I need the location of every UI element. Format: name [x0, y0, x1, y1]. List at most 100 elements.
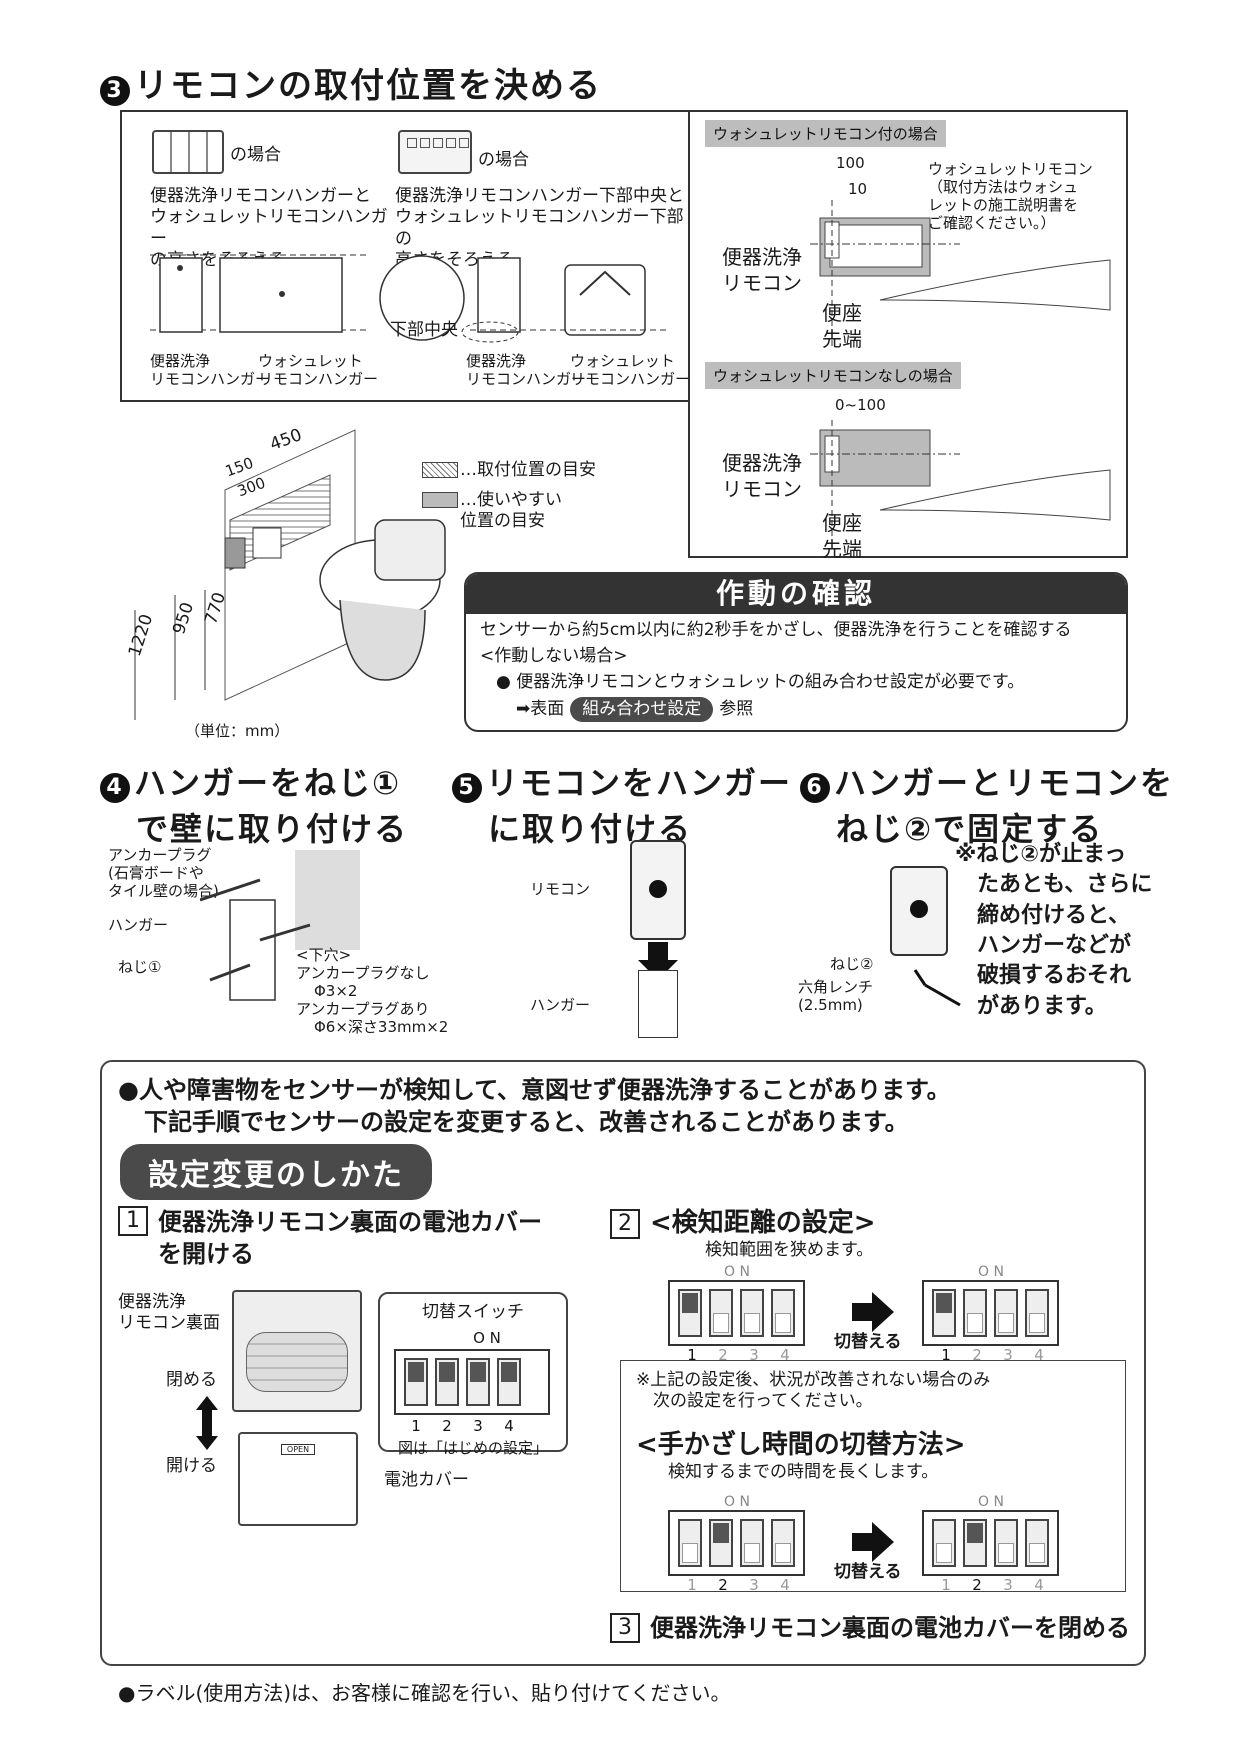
step-number-badge: 4 [100, 773, 130, 803]
dim-100: 100 [836, 154, 865, 172]
washlet-hanger-label-1: ウォシュレット リモコンハンガー [258, 352, 379, 388]
label-affix-note: ●ラベル(使用方法)は、お客様に確認を行い、貼り付けてください。 [118, 1681, 731, 1705]
remote-hanger-label-2: 便器洗浄 リモコンハンガー [466, 352, 587, 388]
dim-0-100: 0~100 [835, 396, 886, 414]
remote-unit-6 [890, 866, 948, 956]
unit-label: （単位：mm） [185, 722, 290, 740]
dip-3 [466, 1358, 490, 1407]
additional-setting-box [620, 1360, 1126, 1592]
without-washlet-position-diagram [810, 420, 1111, 550]
with-washlet-position-diagram [810, 200, 1111, 350]
battery-icon [246, 1332, 348, 1392]
sensor-intro-2: 下記手順でセンサーの設定を変更すると、改善されることがあります。 [144, 1108, 909, 1136]
flush-remote-label-1: 便器洗浄 リモコン [722, 245, 802, 295]
switch-word-2: 切替える [834, 1562, 902, 1582]
dip-1 [404, 1358, 428, 1407]
pilot-hole-info: <下穴> アンカープラグなし Φ3×2 アンカープラグあり Φ6×深さ33mm×… [296, 946, 449, 1036]
grid-remote-icon [152, 130, 224, 174]
hex-wrench-label: 六角レンチ (2.5mm) [798, 978, 874, 1014]
battery-cover-illustration: OPEN [238, 1432, 358, 1526]
operation-instruction: センサーから約5cm以内に約2秒手をかざし、便器洗浄を行うことを確認する [480, 620, 1072, 640]
right-arrow-icon [852, 1522, 894, 1562]
washlet-remote-note: ウォシュレットリモコン （取付方法はウォシュ レットの施工説明書を ご確認くださ… [928, 160, 1093, 232]
up-arrow-icon [196, 1396, 218, 1410]
dip-2 [435, 1358, 459, 1407]
additional-setting-note: ※上記の設定後、状況が改善されない場合のみ 次の設定を行ってください。 [636, 1370, 991, 1412]
sensor-intro-1: ●人や障害物をセンサーが検知して、意図せず便器洗浄することがあります。 [118, 1076, 951, 1104]
close-label: 閉める [166, 1370, 217, 1390]
case1-label: の場合 [230, 145, 281, 165]
dim-10: 10 [848, 180, 868, 198]
flush-remote-label-2: 便器洗浄 リモコン [722, 451, 802, 501]
battery-cover-label: 電池カバー [384, 1470, 469, 1490]
step1-heading: 1 便器洗浄リモコン裏面の電池カバー を開ける [118, 1206, 542, 1271]
step3-heading: 3 便器洗浄リモコン裏面の電池カバーを閉める [610, 1612, 1130, 1644]
seat-tip-label-1: 便座 先端 [822, 301, 862, 351]
step2-subtitle: 検知範囲を狭めます。 [705, 1240, 874, 1260]
case2-description: 便器洗浄リモコンハンガー下部中央と ウォシュレットリモコンハンガー下部の 高さを… [395, 186, 684, 270]
grey-legend-text: …使いやすい 位置の目安 [460, 490, 562, 532]
step-number-badge: 3 [100, 76, 130, 106]
hatch-legend-swatch [422, 462, 458, 478]
remote-unit-5 [630, 840, 686, 940]
dip-4 [497, 1358, 521, 1407]
remote-position-frame [688, 110, 1128, 558]
screw2-label: ねじ② [830, 955, 874, 973]
hand-time-subtitle: 検知するまでの時間を長くします。 [668, 1462, 939, 1482]
toilet-wall-diagram [134, 429, 446, 720]
over-tighten-warning: ※ねじ②が止まっ たあとも、さらに 締め付けると、 ハンガーなどが 破損するおそ… [955, 842, 1153, 1019]
right-arrow-icon [852, 1292, 894, 1332]
open-label: 開ける [166, 1456, 217, 1476]
open-tag: OPEN [281, 1444, 315, 1455]
sensor-settings-box [100, 1060, 1146, 1666]
hex-wrench-icon [913, 969, 961, 1007]
operation-check-box: 作動の確認 センサーから約5cm以内に約2秒手をかざし、便器洗浄を行うことを確認… [464, 572, 1128, 732]
not-working-heading: <作動しない場合> [480, 646, 628, 667]
operation-check-title: 作動の確認 [466, 574, 1126, 614]
hatch-legend-text: …取付位置の目安 [460, 460, 596, 480]
hanger-alignment-diagram [150, 254, 670, 343]
remote-back-illustration [232, 1290, 362, 1412]
setting-change-pill: 設定変更のしかた [120, 1144, 432, 1200]
washlet-remote-icon [398, 130, 472, 174]
bottom-center-label: 下部中央 [390, 320, 458, 340]
step-number-badge: 6 [800, 773, 830, 803]
initial-setting-caption: 図は「はじめの設定」 [397, 1439, 548, 1458]
hanger-label-5: ハンガー [530, 996, 591, 1014]
remote-hanger-label-1: 便器洗浄 リモコンハンガー [150, 352, 271, 388]
combination-setting-badge: 組み合わせ設定 [570, 696, 714, 722]
with-washlet-tag: ウォシュレットリモコン付の場合 [705, 120, 946, 147]
double-arrow-stem [202, 1410, 212, 1436]
combination-required-note: ● 便器洗浄リモコンとウォシュレットの組み合わせ設定が必要です。 [496, 671, 1025, 692]
case2-label: の場合 [478, 150, 529, 170]
down-arrow-icon [196, 1436, 218, 1450]
step-number-badge: 5 [452, 773, 482, 803]
hand-time-title: <手かざし時間の切替方法> [636, 1430, 966, 1460]
sensor-icon [649, 880, 667, 898]
remote-label-5: リモコン [530, 880, 591, 898]
switch-word-1: 切替える [834, 1332, 902, 1352]
hanger-label-4: ハンガー [108, 916, 169, 934]
remote-back-label: 便器洗浄 リモコン裏面 [118, 1292, 220, 1334]
step2-heading: 2 <検知距離の設定> [610, 1206, 876, 1241]
hanger-plate-5 [638, 970, 678, 1038]
hanger-wall-mount-illustration [200, 850, 360, 1001]
washlet-hanger-label-2: ウォシュレット リモコンハンガー [570, 352, 691, 388]
grey-legend-swatch [422, 492, 458, 508]
on-label: O N [473, 1329, 501, 1348]
anchor-plug-label: アンカープラグ (石膏ボードや タイル壁の場合) [108, 846, 219, 900]
reference-line: ➡表面 組み合わせ設定 参照 [516, 696, 1112, 722]
without-washlet-tag: ウォシュレットリモコンなしの場合 [705, 362, 961, 389]
seat-tip-label-2: 便座 先端 [822, 511, 862, 561]
dip-switch-initial [394, 1349, 550, 1416]
screw1-label: ねじ① [118, 958, 162, 976]
